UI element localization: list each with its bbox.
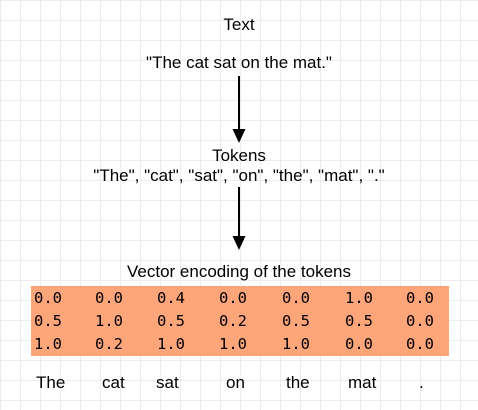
matrix-cell: 0.0 (219, 289, 247, 307)
tokens-list: "The", "cat", "sat", "on", "the", "mat",… (93, 166, 385, 185)
matrix-cell: 0.0 (406, 312, 434, 330)
arrow-text-to-tokens (232, 76, 246, 143)
matrix-cell: 0.0 (345, 335, 373, 353)
matrix-cell: 0.4 (157, 289, 185, 307)
matrix-cell: 0.0 (406, 335, 434, 353)
matrix-cell: 0.5 (282, 312, 310, 330)
token-word: the (286, 373, 310, 392)
vector-matrix: 0.0 0.0 0.4 0.0 0.0 1.0 0.0 0.5 1.0 0.5 0.2 0.5 0.5 0… (31, 286, 449, 356)
token-word: . (419, 373, 424, 392)
matrix-cell: 0.0 (34, 289, 62, 307)
matrix-cell: 0.0 (95, 289, 123, 307)
matrix-cell: 0.2 (95, 335, 123, 353)
matrix-cell: 0.5 (34, 312, 62, 330)
token-word: The (36, 373, 66, 392)
sentence-text: "The cat sat on the mat." (146, 53, 332, 72)
matrix-cell: 0.2 (219, 312, 247, 330)
token-word: on (226, 373, 245, 392)
matrix-cell: 1.0 (157, 335, 185, 353)
matrix-cell: 1.0 (95, 312, 123, 330)
tokens-heading: Tokens (212, 146, 266, 165)
token-word: mat (348, 373, 377, 392)
matrix-cell: 0.0 (406, 289, 434, 307)
matrix-cell: 1.0 (345, 289, 373, 307)
matrix-cell: 1.0 (282, 335, 310, 353)
text-heading: Text (223, 15, 255, 34)
matrix-cell: 0.5 (157, 312, 185, 330)
vector-encoding-heading: Vector encoding of the tokens (127, 262, 351, 281)
matrix-cell: 1.0 (34, 335, 62, 353)
matrix-cell: 1.0 (219, 335, 247, 353)
token-word: sat (156, 373, 179, 392)
matrix-cell: 0.0 (282, 289, 310, 307)
arrow-tokens-to-vectors (232, 187, 246, 250)
token-word: cat (102, 373, 125, 392)
matrix-cell: 0.5 (345, 312, 373, 330)
